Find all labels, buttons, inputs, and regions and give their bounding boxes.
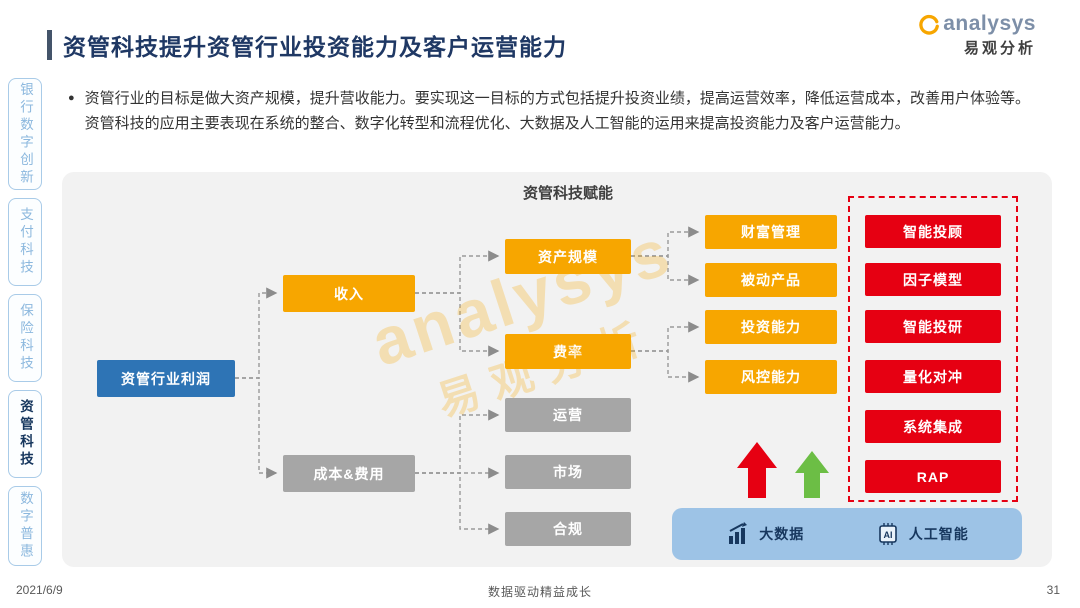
page-title: 资管科技提升资管行业投资能力及客户运营能力 bbox=[63, 34, 567, 60]
node-market: 市场 bbox=[505, 455, 631, 489]
bigdata-label: 大数据 bbox=[759, 526, 805, 542]
tech-rap: RAP bbox=[865, 460, 1001, 493]
sidebar-tab-asset-management-tech[interactable]: 资管科技 bbox=[8, 390, 42, 478]
node-compliance: 合规 bbox=[505, 512, 631, 546]
node-income: 收入 bbox=[283, 275, 415, 312]
tech-quant-hedging: 量化对冲 bbox=[865, 360, 1001, 393]
node-operations: 运营 bbox=[505, 398, 631, 432]
diagram-title: 资管科技赋能 bbox=[522, 185, 613, 202]
bullet-marker: ● bbox=[68, 92, 75, 104]
tech-factor-model: 因子模型 bbox=[865, 263, 1001, 296]
tech-smart-research: 智能投研 bbox=[865, 310, 1001, 343]
logo-swoosh-icon bbox=[919, 14, 940, 35]
ai-chip-icon: AI bbox=[878, 523, 897, 545]
diagram-canvas: 资管科技赋能 bbox=[62, 172, 1052, 567]
tech-system-integration: 系统集成 bbox=[865, 410, 1001, 443]
footer-date: 2021/6/9 bbox=[16, 583, 63, 597]
node-risk-control: 风控能力 bbox=[705, 360, 837, 394]
title-accent-bar bbox=[47, 30, 52, 60]
node-cost-expense: 成本&费用 bbox=[283, 455, 415, 492]
node-wealth-management: 财富管理 bbox=[705, 215, 837, 249]
logo-top-row: analysys bbox=[918, 12, 1036, 36]
node-fee-rate: 费率 bbox=[505, 334, 631, 369]
summary-text: 资管行业的目标是做大资产规模，提升营收能力。要实现这一目标的方式包括提升投资业绩… bbox=[84, 90, 1030, 132]
logo-cn-text: 易观分析 bbox=[963, 40, 1036, 57]
node-asset-scale: 资产规模 bbox=[505, 239, 631, 274]
node-investment-capability: 投资能力 bbox=[705, 310, 837, 344]
tech-foundation-bar: 大数据 AI 人工智能 bbox=[672, 508, 1022, 560]
sidebar-tab-digital-inclusion[interactable]: 数字普惠 bbox=[8, 486, 42, 566]
bar-chart-icon bbox=[729, 522, 748, 544]
sidebar-tab-payment-tech[interactable]: 支付科技 bbox=[8, 198, 42, 286]
increase-arrow-red bbox=[737, 442, 777, 498]
sidebar-tab-bank-digital-innovation[interactable]: 银行数字创新 bbox=[8, 78, 42, 190]
page-title-row: 资管科技提升资管行业投资能力及客户运营能力 bbox=[47, 28, 567, 62]
ai-icon-text: AI bbox=[883, 530, 892, 540]
node-industry-profit: 资管行业利润 bbox=[97, 360, 235, 397]
analysys-logo: analysys 易观分析 bbox=[918, 12, 1036, 58]
tech-stack-frame bbox=[848, 196, 1018, 502]
summary-bullet: ● 资管行业的目标是做大资产规模，提升营收能力。要实现这一目标的方式包括提升投资… bbox=[68, 86, 1030, 136]
footer-slogan: 数据驱动精益成长 bbox=[487, 585, 592, 599]
footer-page-number: 31 bbox=[1046, 583, 1060, 597]
connector-lines bbox=[235, 226, 829, 535]
logo-brand-text: analysys bbox=[943, 12, 1036, 35]
node-passive-products: 被动产品 bbox=[705, 263, 837, 297]
sidebar-tab-insurance-tech[interactable]: 保险科技 bbox=[8, 294, 42, 382]
tech-smart-advisory: 智能投顾 bbox=[865, 215, 1001, 248]
ai-label: 人工智能 bbox=[908, 526, 969, 542]
ai-item: AI 人工智能 bbox=[875, 521, 969, 547]
bigdata-item: 大数据 bbox=[725, 521, 804, 547]
increase-arrow-green bbox=[795, 451, 829, 498]
